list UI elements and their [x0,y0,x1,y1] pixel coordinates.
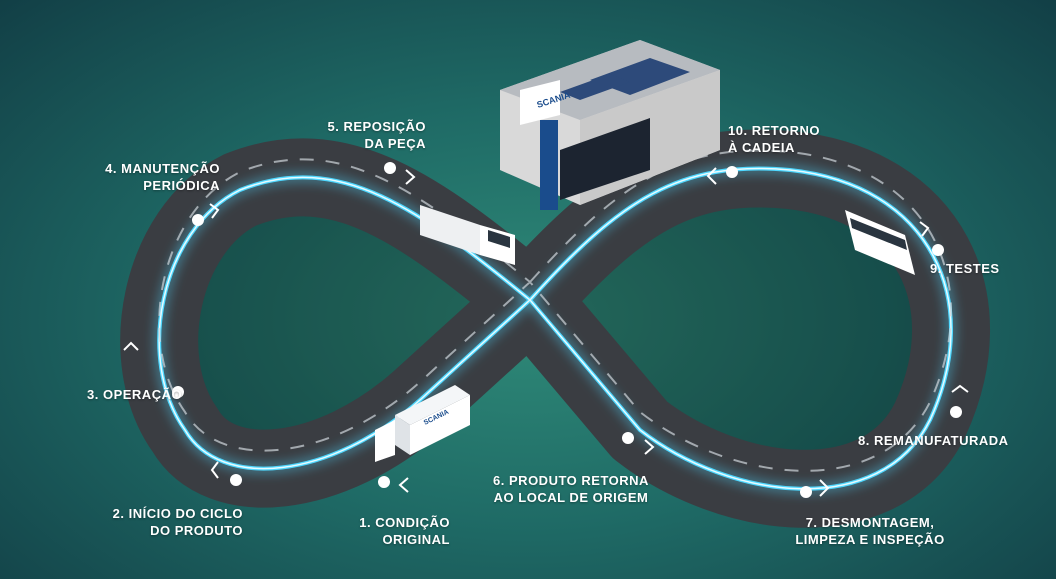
step-label-6: 6. PRODUTO RETORNA AO LOCAL DE ORIGEM [493,473,649,505]
chevron-icon [210,461,219,479]
bus [845,210,915,275]
chevron-icon [644,439,655,455]
marker-6 [622,432,634,444]
chevron-icon [951,384,969,393]
marker-8 [950,406,962,418]
step-label-9: 9. TESTES [930,261,1000,276]
step-label-1: 1. CONDIÇÃO ORIGINAL [359,515,450,547]
chevron-icon [819,479,830,497]
step-label-3: 3. OPERAÇÃO [87,387,183,402]
marker-3 [172,386,184,398]
marker-1 [378,476,390,488]
marker-10 [726,166,738,178]
chevron-icon [405,169,416,185]
chevron-icon [398,477,409,493]
marker-5 [384,162,396,174]
chevron-icon [123,341,139,351]
chevron-icon [919,221,930,237]
scania-building [500,40,720,210]
chevron-icon [209,203,220,219]
step-label-2: 2. INÍCIO DO CICLO DO PRODUTO [112,506,243,538]
step-label-4: 4. MANUTENÇÃO PERIÓDICA [105,161,220,193]
step-label-8: 8. REMANUFATURADA [858,433,1009,448]
step-label-5: 5. REPOSIÇÃO DA PEÇA [327,119,426,151]
direction-chevrons [123,167,969,497]
marker-4 [192,214,204,226]
glow-lane-core [158,167,952,490]
step-label-10: 10. RETORNO À CADEIA [728,123,820,155]
chevron-icon [706,167,717,185]
marker-9 [932,244,944,256]
truck-bottom [375,385,470,462]
marker-2 [230,474,242,486]
step-markers [172,162,962,498]
marker-7 [800,486,812,498]
step-label-7: 7. DESMONTAGEM, LIMPEZA E INSPEÇÃO [795,515,945,547]
truck-top [420,205,515,265]
